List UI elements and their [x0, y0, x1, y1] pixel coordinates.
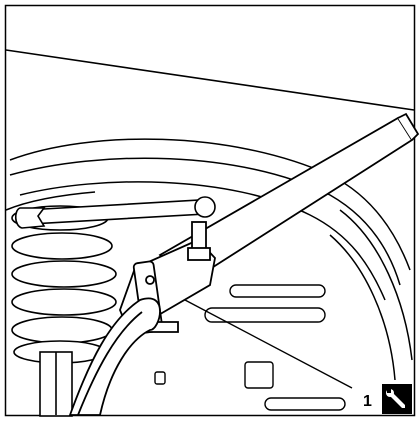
open-end-spanner	[14, 196, 216, 229]
brake-disc-slots	[154, 284, 346, 411]
strut	[39, 351, 73, 417]
wrench-icon	[386, 389, 405, 408]
lower-link	[68, 297, 161, 416]
coil-spring	[11, 205, 117, 364]
callout-number: 1	[363, 393, 372, 410]
callout-leader-line	[184, 299, 353, 389]
underbody-edge	[5, 49, 415, 111]
tool-badge	[382, 384, 412, 414]
figure-frame	[4, 4, 416, 417]
